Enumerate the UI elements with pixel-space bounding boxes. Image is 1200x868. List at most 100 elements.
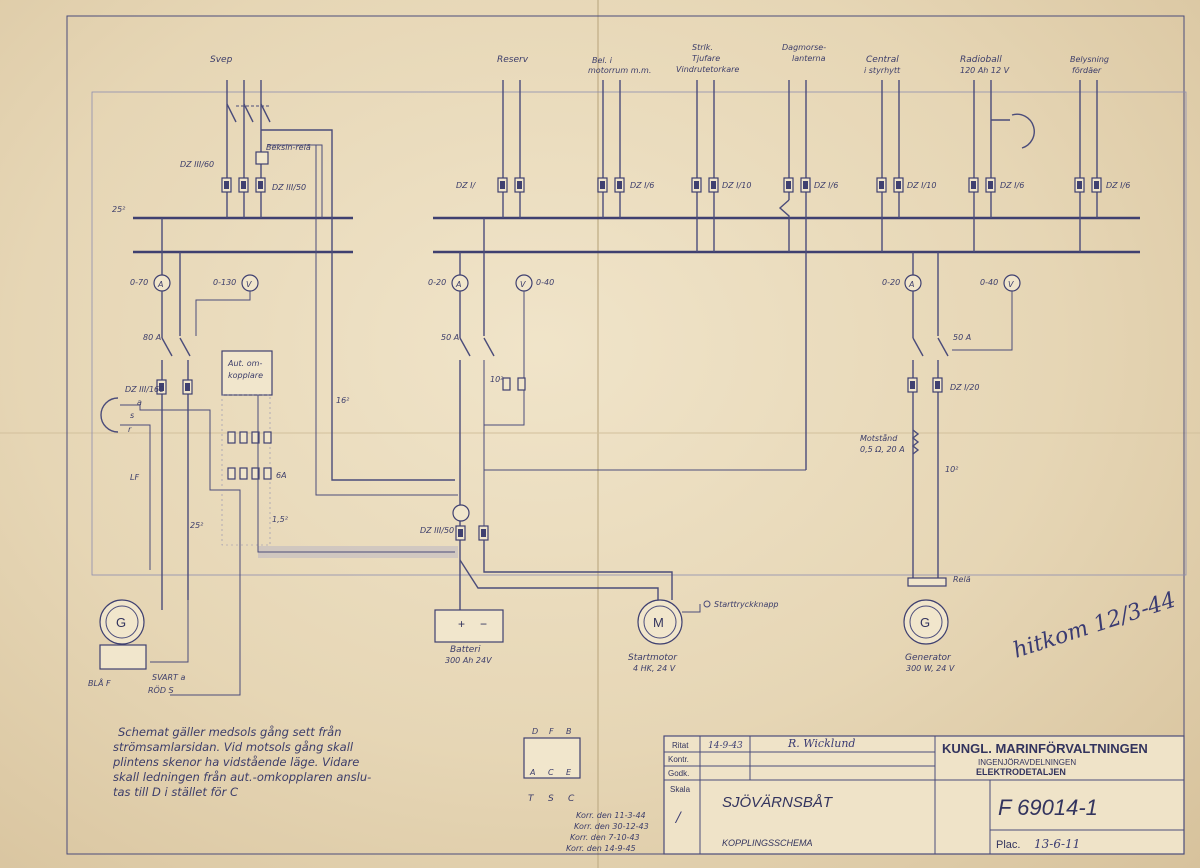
center-ammeter-symbol: A — [455, 280, 461, 289]
circuit-label-svep: Svep — [210, 55, 233, 65]
left-generator-symbol: G — [116, 615, 126, 630]
scale-value: / — [674, 810, 682, 826]
tb-e: E — [566, 768, 572, 777]
tb-letter-s: S — [548, 794, 554, 804]
row-skala: Skala — [670, 785, 691, 794]
right-wire-10-label: 10² — [945, 465, 959, 474]
terminal-a: a — [137, 398, 142, 407]
terminal-r: r — [128, 425, 132, 434]
battery-icon — [434, 609, 504, 643]
starter-motor-symbol: M — [653, 615, 664, 630]
center-battery-panel: A 0-20 V 0-40 50 A 10² DZ III/50 + − Bat… — [420, 218, 779, 673]
note-line-3: plintens skenor ha vidstående läge. Vida… — [112, 755, 359, 769]
drawing-title: SJÖVÄRNSBÅT — [722, 793, 834, 811]
left-voltmeter-symbol: V — [246, 280, 252, 289]
revision-1: Korr. den 11-3-44 — [576, 811, 646, 820]
right-generator-spec: 300 W, 24 V — [906, 664, 955, 673]
tb-f: F — [549, 727, 554, 736]
svep-circuit: Beksin-relä DZ III/60 DZ III/50 — [180, 80, 455, 481]
fuse-6a-label: 6A — [276, 471, 287, 480]
org-sub2: ELEKTRODETALJEN — [976, 767, 1066, 777]
circuit-label-strlk: Strlk. — [692, 43, 713, 52]
auto-switch-label-2: kopplare — [228, 371, 263, 380]
reserv-fuse-label: DZ I/ — [456, 181, 477, 190]
tb-a: A — [529, 768, 535, 777]
terminal-lf: LF — [130, 473, 139, 482]
drawing-subtitle: KOPPLINGSSCHEMA — [722, 838, 813, 848]
circuit-label-dagmorse: Dagmorse- — [782, 43, 826, 52]
terminal-block-diagram: D F B A C E T S C — [523, 727, 581, 804]
handwritten-annotation: hitkom 12/3-44 — [1010, 588, 1179, 664]
bus-cross-section-label: 25² — [112, 205, 126, 214]
tb-d: D — [532, 727, 538, 736]
left-terminal-block — [99, 644, 147, 670]
row-kontr: Kontr. — [668, 755, 689, 764]
left-ammeter-range: 0-70 — [130, 278, 148, 287]
start-button-icon — [703, 600, 711, 608]
drawing-number: F 69014-1 — [998, 795, 1098, 820]
wire-svart-label: SVART a — [152, 673, 185, 682]
circuit-label-reserv: Reserv — [497, 55, 529, 65]
start-button-label: Starttryckknapp — [714, 600, 779, 609]
center-wire-10-label: 10² — [490, 375, 504, 384]
battery-minus: − — [480, 617, 487, 631]
right-voltmeter-symbol: V — [1008, 280, 1014, 289]
left-generator-panel: A 0-70 V 0-130 80 A DZ III/160 a s r LF … — [88, 145, 458, 696]
circuit-label-fordaer: fördäer — [1072, 66, 1102, 75]
battery-plus: + — [458, 617, 465, 631]
svep-fuse-label: DZ III/60 — [180, 160, 214, 169]
battery-spec: 300 Ah 24V — [445, 656, 492, 665]
right-ammeter-symbol: A — [908, 280, 914, 289]
circuit-label-belysning: Belysning — [1070, 55, 1109, 64]
tb-c: C — [548, 768, 554, 777]
left-fuse-label: DZ III/160 — [125, 385, 164, 394]
wire-1-5-label: 1,5² — [272, 515, 289, 524]
right-generator-symbol: G — [920, 615, 930, 630]
tb-letter-c: C — [568, 794, 575, 804]
note-line-2: strömsamlarsidan. Vid motsols gång skall — [113, 740, 354, 754]
row-ritat: Ritat — [672, 741, 689, 750]
tb-b: B — [566, 727, 572, 736]
left-voltmeter-range: 0-130 — [213, 278, 236, 287]
plac-value: 13-6-11 — [1034, 837, 1080, 851]
left-ammeter-symbol: A — [157, 280, 163, 289]
branch-circuits: DZ I/ DZ I/6 DZ I/10 DZ I/6 DZ I/10 DZ I… — [456, 80, 1130, 540]
circuit-label-bel-2: motorrum m.m. — [588, 66, 651, 75]
right-generator-panel: A 0-20 V 0-40 50 A DZ I/20 Motstånd 0,5 … — [860, 252, 1021, 673]
svep-relay-label: Beksin-relä — [266, 143, 311, 152]
circuit-label-bel: Bel. i — [592, 56, 613, 65]
org-name: KUNGL. MARINFÖRVALTNINGEN — [942, 741, 1148, 756]
circuit-label-radioball-spec: 120 Ah 12 V — [960, 66, 1010, 75]
note-line-4: skall ledningen från aut.-omkopplaren an… — [113, 770, 371, 784]
wire-rod-label: RÖD S — [148, 685, 174, 695]
right-fuse-label: DZ I/20 — [950, 383, 979, 392]
wire-16-label: 16² — [336, 396, 350, 405]
center-voltmeter-range: 0-40 — [536, 278, 554, 287]
circuit-label-lanterna: lanterna — [792, 54, 826, 63]
right-voltmeter-range: 0-40 — [980, 278, 998, 287]
circuit-label-styrhytt: i styrhytt — [864, 66, 901, 75]
central-fuse-label: DZ I/10 — [907, 181, 936, 190]
plac-label: Plac. — [996, 839, 1020, 851]
center-ammeter2-icon — [452, 504, 470, 522]
right-ammeter-range: 0-20 — [882, 278, 900, 287]
svep-fuse-label-2: DZ III/50 — [272, 183, 306, 192]
circuit-label-central: Central — [866, 55, 899, 65]
note-line-5: tas till D i stället för C — [113, 785, 238, 799]
note-line-1: Schemat gäller medsols gång sett från — [118, 725, 342, 739]
circuit-label-radioball: Radioball — [960, 55, 1002, 65]
auto-switch-box — [221, 350, 273, 396]
terminal-s: s — [130, 411, 134, 420]
dagmorse-fuse-label: DZ I/6 — [814, 181, 838, 190]
belysning-fuse-label: DZ I/6 — [1106, 181, 1130, 190]
auto-switch-label: Aut. om- — [227, 359, 262, 368]
circuit-label-tjufare: Tjufare — [692, 54, 720, 63]
circuit-label-vindrute: Vindrutetorkare — [676, 65, 739, 74]
ritat-date: 14-9-43 — [708, 741, 743, 751]
strlk-fuse-label: DZ I/10 — [722, 181, 751, 190]
revision-3: Korr. den 7-10-43 — [570, 833, 640, 842]
relay-icon — [907, 577, 947, 587]
resistor-label: Motstånd — [860, 433, 898, 443]
center-fuse-label: DZ III/50 — [420, 526, 454, 535]
